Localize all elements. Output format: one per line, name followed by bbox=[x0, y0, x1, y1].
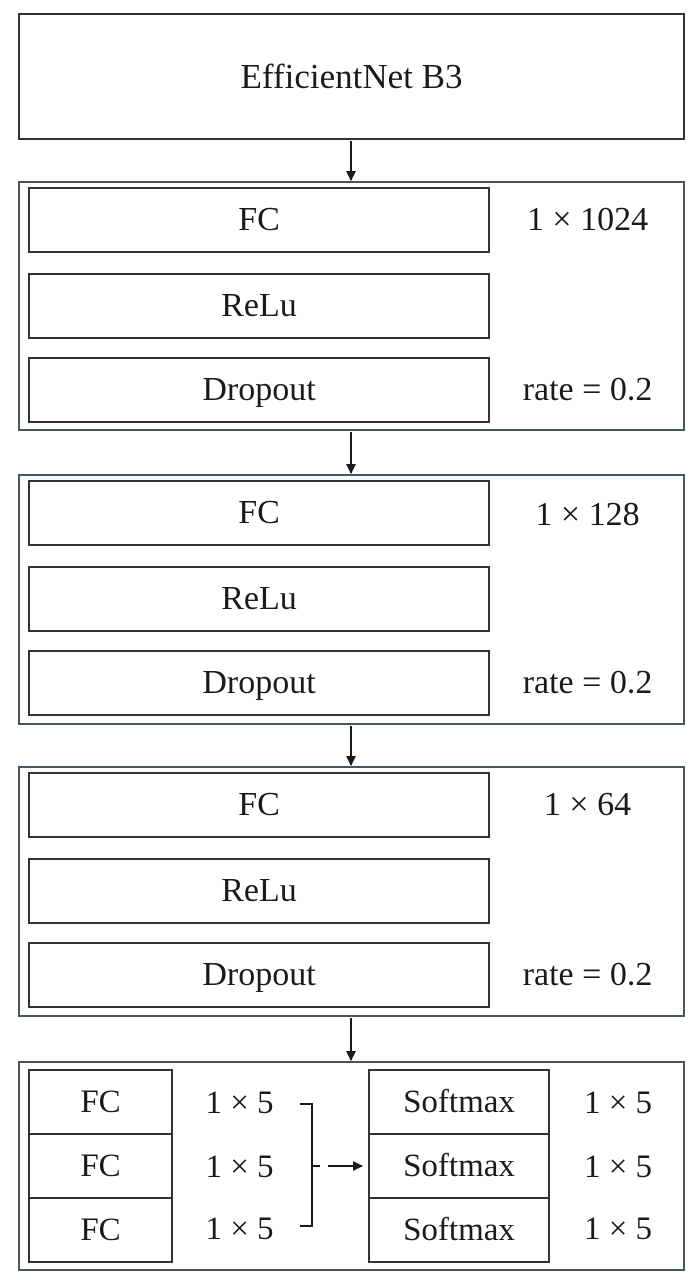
block3-fc-dim: 1 × 64 bbox=[543, 786, 632, 823]
head-softmax-3-dim: 1 × 5 bbox=[583, 1210, 653, 1247]
block1-dropout-layer: Dropout bbox=[28, 357, 490, 423]
block2-fc-label: FC bbox=[238, 494, 280, 531]
head-softmax-3-label: Softmax bbox=[403, 1211, 515, 1248]
head-fc-3-dim: 1 × 5 bbox=[205, 1210, 274, 1247]
efficientnet-b3-box: EfficientNet B3 bbox=[18, 13, 685, 140]
block2-dropout-layer: Dropout bbox=[28, 650, 490, 716]
block2-relu-label: ReLu bbox=[221, 580, 297, 617]
block3-dropout-label: Dropout bbox=[202, 956, 316, 993]
block3-fc-layer: FC bbox=[28, 772, 490, 838]
head-fc-1-label: FC bbox=[80, 1083, 121, 1120]
block3-dropout-rate: rate = 0.2 bbox=[522, 956, 653, 993]
block3-dropout-layer: Dropout bbox=[28, 942, 490, 1008]
head-fc-2: FC bbox=[28, 1133, 173, 1199]
head-softmax-2: Softmax bbox=[368, 1133, 550, 1199]
block1-fc-layer: FC bbox=[28, 187, 490, 253]
efficientnet-b3-label: EfficientNet B3 bbox=[240, 56, 463, 96]
block2-fc-layer: FC bbox=[28, 480, 490, 546]
block1-dropout-rate: rate = 0.2 bbox=[522, 371, 653, 408]
block2-fc-dim: 1 × 128 bbox=[535, 496, 640, 533]
block3-fc-label: FC bbox=[238, 786, 280, 823]
head-softmax-1-label: Softmax bbox=[403, 1083, 515, 1120]
block3-relu-layer: ReLu bbox=[28, 858, 490, 924]
head-softmax-1-dim: 1 × 5 bbox=[583, 1084, 653, 1121]
block1-fc-label: FC bbox=[238, 201, 280, 238]
head-softmax-1: Softmax bbox=[368, 1069, 550, 1135]
block2-dropout-label: Dropout bbox=[202, 664, 316, 701]
head-softmax-2-dim: 1 × 5 bbox=[583, 1148, 653, 1185]
block1-relu-label: ReLu bbox=[221, 287, 297, 324]
block2-relu-layer: ReLu bbox=[28, 566, 490, 632]
head-fc-3: FC bbox=[28, 1197, 173, 1263]
head-softmax-2-label: Softmax bbox=[403, 1147, 515, 1184]
head-fc-1-dim: 1 × 5 bbox=[205, 1084, 274, 1121]
block1-relu-layer: ReLu bbox=[28, 273, 490, 339]
block2-dropout-rate: rate = 0.2 bbox=[522, 664, 653, 701]
head-fc-1: FC bbox=[28, 1069, 173, 1135]
head-softmax-3: Softmax bbox=[368, 1197, 550, 1263]
head-fc-2-label: FC bbox=[80, 1147, 121, 1184]
block1-fc-dim: 1 × 1024 bbox=[526, 201, 649, 238]
head-fc-2-dim: 1 × 5 bbox=[205, 1148, 274, 1185]
block3-relu-label: ReLu bbox=[221, 872, 297, 909]
block1-dropout-label: Dropout bbox=[202, 371, 316, 408]
head-fc-3-label: FC bbox=[80, 1211, 121, 1248]
